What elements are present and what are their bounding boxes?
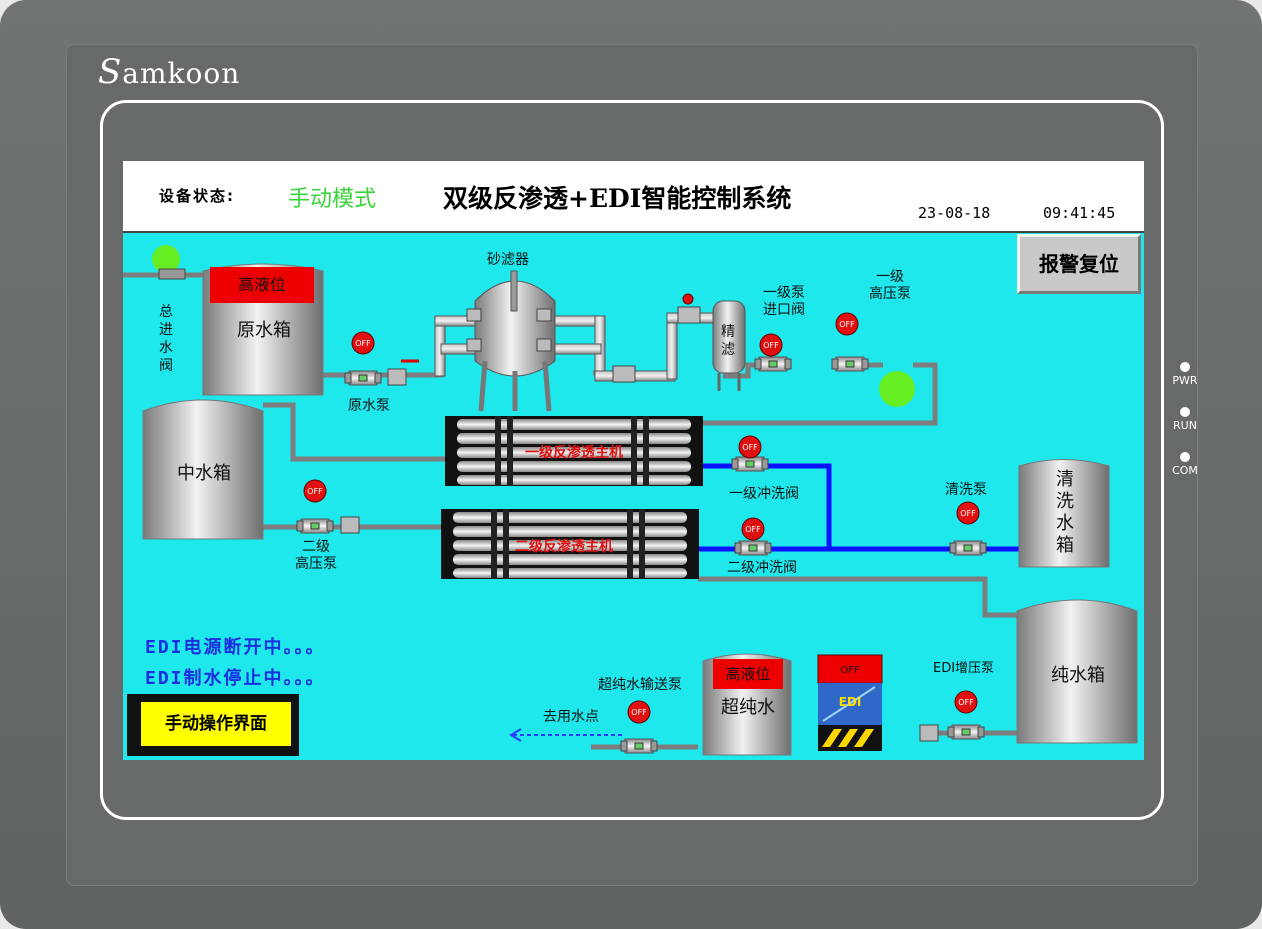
pwr-led bbox=[1180, 362, 1190, 372]
com-label: COM bbox=[1172, 464, 1198, 477]
run-led bbox=[1180, 407, 1190, 417]
sand-filter-valves bbox=[466, 306, 701, 383]
edi-production-message: EDI制水停止中。。。 bbox=[145, 668, 326, 689]
ro1-membranes bbox=[445, 416, 703, 486]
run-label: RUN bbox=[1173, 419, 1197, 432]
pure-tank-label: 纯水箱 bbox=[1051, 665, 1105, 686]
raw-tank-label: 原水箱 bbox=[237, 320, 291, 341]
edi-power-message: EDI电源断开中。。。 bbox=[145, 637, 326, 658]
status-label: 设备状态: bbox=[159, 187, 235, 205]
ultrapure-pump[interactable] bbox=[620, 700, 658, 754]
sand-filter-vessel bbox=[474, 270, 556, 412]
edi-label-text: EDI bbox=[839, 695, 862, 709]
pump1-inlet-valve[interactable] bbox=[754, 333, 792, 372]
alarm-reset-button[interactable]: 报警复位 bbox=[1017, 234, 1141, 294]
clean-pump[interactable] bbox=[949, 501, 987, 556]
hp-pump1[interactable] bbox=[831, 312, 869, 372]
edi-booster-pump[interactable] bbox=[919, 690, 985, 742]
flush-valve-2[interactable] bbox=[734, 517, 772, 556]
ultrapure-tank-label: 超纯水 bbox=[721, 697, 775, 718]
clean-tank-label: 清洗水箱 bbox=[1056, 469, 1074, 556]
pwr-label: PWR bbox=[1172, 374, 1198, 387]
flush-valve-1[interactable] bbox=[731, 435, 769, 472]
ro1-label: 一级反渗透主机 bbox=[525, 445, 623, 461]
page-title: 双级反渗透+EDI智能控制系统 bbox=[443, 184, 792, 213]
ultrapure-pump-label: 超纯水输送泵 bbox=[598, 677, 682, 693]
brand-initial: S bbox=[98, 52, 123, 92]
hp-pump2[interactable] bbox=[296, 479, 360, 534]
brand-name: amkoon bbox=[122, 57, 241, 90]
raw-pump[interactable] bbox=[344, 331, 419, 386]
manual-operation-label: 手动操作界面 bbox=[141, 702, 291, 746]
hp-pump2-label: 二级高压泵 bbox=[295, 539, 337, 572]
hp-pump1-label: 一级高压泵 bbox=[869, 269, 911, 302]
status-indicators: PWR RUN COM bbox=[1170, 362, 1200, 497]
sand-filter-label: 砂滤器 bbox=[487, 252, 529, 268]
header-bar: 设备状态: 手动模式 双级反渗透+EDI智能控制系统 23-08-18 09:4… bbox=[123, 161, 1144, 233]
precision-filter-label: 精滤 bbox=[721, 324, 735, 358]
mode-indicator: 手动模式 bbox=[288, 187, 377, 212]
com-led bbox=[1180, 452, 1190, 462]
inlet-status-indicator bbox=[152, 245, 180, 273]
use-point-label: 去用水点 bbox=[543, 709, 599, 725]
raw-tank-level-indicator: 高液位 bbox=[210, 267, 314, 303]
edi-unit[interactable]: OFF EDI bbox=[817, 654, 883, 751]
flush-valve-2-label: 二级冲洗阀 bbox=[727, 560, 797, 576]
raw-pump-label: 原水泵 bbox=[348, 398, 390, 414]
edi-state-text: OFF bbox=[840, 665, 860, 676]
time-display: 09:41:45 bbox=[1043, 204, 1116, 222]
middle-tank-label: 中水箱 bbox=[177, 463, 231, 484]
clean-pump-label: 清洗泵 bbox=[945, 482, 987, 498]
date-display: 23-08-18 bbox=[918, 204, 991, 222]
ultrapure-level-indicator: 高液位 bbox=[713, 659, 783, 689]
brand-logo: Samkoon bbox=[98, 52, 240, 92]
ro2-label: 二级反渗透主机 bbox=[515, 539, 613, 555]
precision-filter bbox=[712, 300, 746, 391]
flush-valve-1-label: 一级冲洗阀 bbox=[729, 486, 799, 502]
screen-frame bbox=[100, 100, 1164, 820]
manual-operation-button[interactable]: 手动操作界面 bbox=[127, 694, 299, 756]
hp-pump1-status-indicator bbox=[879, 371, 915, 407]
hmi-screen: OFF bbox=[123, 161, 1144, 760]
ro2-membranes bbox=[441, 509, 699, 579]
edi-booster-label: EDI增压泵 bbox=[933, 661, 995, 676]
main-inlet-valve-label: 总进水阀 bbox=[159, 304, 173, 374]
pump1-inlet-valve-label: 一级泵进口阀 bbox=[763, 285, 805, 318]
